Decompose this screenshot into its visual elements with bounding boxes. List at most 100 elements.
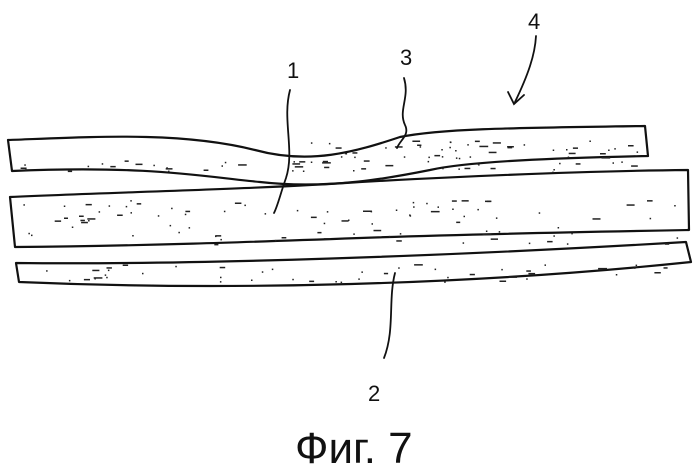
texture-speck	[23, 204, 25, 206]
texture-speck	[412, 141, 420, 143]
texture-speck	[352, 152, 357, 154]
texture-speck	[170, 225, 172, 227]
texture-speck	[526, 270, 531, 272]
texture-speck	[189, 227, 191, 229]
texture-speck	[110, 166, 115, 168]
texture-speck	[559, 163, 561, 165]
texture-speck	[571, 233, 573, 235]
texture-speck	[553, 235, 555, 237]
texture-speck	[88, 166, 90, 168]
texture-speck	[479, 146, 488, 148]
texture-speck	[413, 206, 415, 208]
texture-speck	[449, 147, 451, 149]
texture-speck	[396, 210, 398, 212]
texture-speck	[499, 231, 501, 233]
texture-speck	[86, 204, 92, 206]
texture-speck	[168, 171, 170, 173]
texture-speck	[547, 241, 553, 243]
texture-speck	[478, 164, 480, 166]
texture-speck	[456, 222, 460, 224]
texture-speck	[491, 168, 496, 170]
texture-speck	[68, 171, 72, 173]
texture-speck	[371, 211, 373, 213]
texture-speck	[426, 203, 428, 205]
texture-speck	[463, 242, 465, 244]
texture-speck	[324, 167, 329, 169]
texture-speck	[265, 213, 267, 215]
texture-speck	[441, 149, 443, 151]
texture-speck	[158, 215, 160, 217]
texture-speck	[262, 271, 264, 273]
texture-speckles	[21, 141, 679, 284]
texture-speck	[438, 206, 440, 208]
texture-speck	[311, 142, 313, 144]
texture-speck	[526, 278, 528, 280]
texture-speck	[225, 162, 227, 164]
texture-speck	[292, 163, 300, 165]
texture-speck	[593, 218, 601, 220]
texture-speck	[21, 168, 27, 170]
texture-speck	[94, 278, 96, 280]
texture-speck	[297, 210, 299, 212]
texture-speck	[175, 266, 177, 268]
texture-speck	[395, 146, 403, 148]
texture-speck	[358, 278, 360, 280]
leader-arrow-4	[515, 36, 536, 102]
texture-speck	[329, 143, 331, 145]
texture-speck	[107, 267, 112, 269]
texture-speck	[636, 265, 638, 267]
texture-speck	[452, 209, 454, 211]
texture-speck	[576, 163, 581, 165]
texture-speck	[137, 203, 142, 205]
texture-speck	[364, 160, 370, 162]
texture-speck	[341, 282, 343, 284]
texture-speck	[130, 200, 132, 202]
texture-speck	[442, 156, 444, 158]
texture-speck	[311, 162, 313, 164]
texture-speck	[295, 166, 303, 168]
texture-speck	[272, 269, 274, 271]
texture-speck	[327, 211, 329, 213]
texture-speck	[608, 150, 610, 152]
texture-speck	[654, 272, 660, 274]
texture-speck	[674, 205, 676, 207]
texture-speck	[501, 269, 503, 271]
texture-speck	[486, 231, 488, 233]
texture-speck	[384, 273, 388, 275]
texture-speck	[99, 211, 101, 213]
texture-speck	[508, 147, 513, 149]
texture-speck	[545, 264, 547, 266]
texture-speck	[324, 223, 326, 225]
texture-speck	[431, 211, 440, 213]
texture-speck	[87, 218, 95, 220]
texture-speck	[102, 163, 104, 165]
texture-speck	[467, 144, 469, 146]
texture-speck	[309, 281, 314, 283]
label-layer-3: 3	[400, 45, 412, 70]
texture-speck	[222, 165, 224, 167]
texture-speck	[613, 162, 615, 164]
texture-speck	[616, 274, 618, 276]
texture-speck	[81, 222, 88, 224]
texture-speck	[348, 220, 350, 222]
texture-speck	[398, 267, 400, 269]
texture-speck	[46, 270, 48, 272]
texture-speck	[109, 205, 111, 207]
texture-speck	[413, 202, 415, 204]
texture-speck	[529, 243, 531, 245]
texture-speck	[185, 211, 190, 213]
texture-speck	[524, 144, 526, 146]
texture-speck	[106, 277, 108, 279]
texture-speck	[24, 164, 26, 166]
texture-speck	[385, 147, 387, 149]
texture-speck	[458, 168, 460, 170]
texture-speck	[573, 147, 578, 149]
texture-speck	[64, 206, 66, 208]
texture-speck	[361, 168, 366, 170]
texture-speck	[553, 150, 555, 152]
texture-speck	[275, 240, 277, 242]
texture-speck	[125, 160, 129, 162]
texture-speck	[341, 156, 343, 158]
texture-speck	[428, 157, 430, 159]
